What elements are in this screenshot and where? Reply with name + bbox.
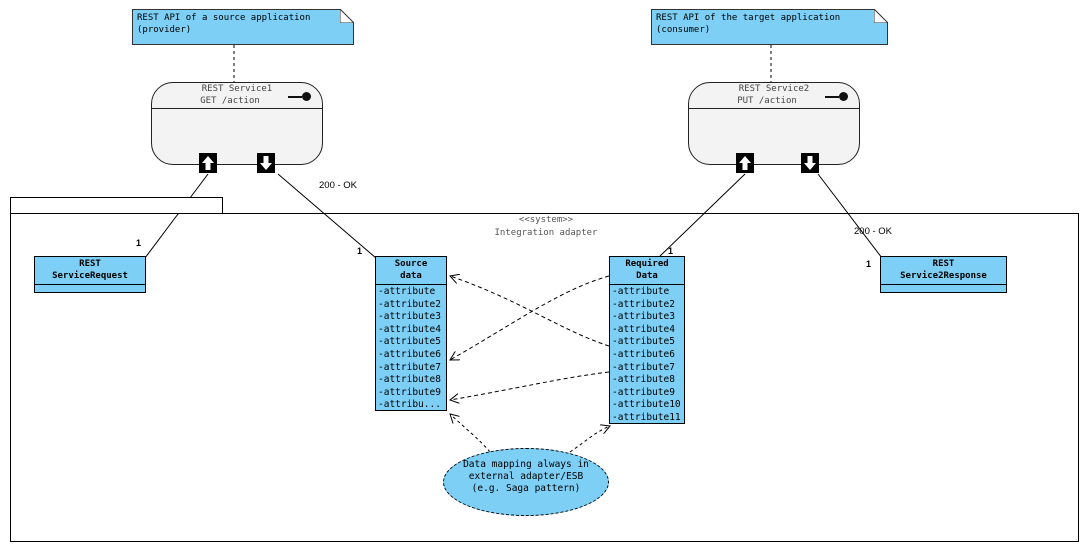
- service1-out-port-icon[interactable]: [257, 153, 275, 173]
- assoc-request-service1: [144, 173, 209, 259]
- source-attribute: -attribute5: [378, 336, 441, 348]
- assoc-service2-response: [817, 173, 883, 259]
- required-attribute: -attribute: [612, 286, 670, 297]
- multiplicity-request: 1: [136, 238, 142, 248]
- source-attribute: -attribute: [378, 286, 436, 297]
- data-mapping-line2: external adapter/ESB: [468, 471, 584, 482]
- system-name: Integration adapter: [494, 228, 598, 238]
- source-attribute: -attribu...: [378, 399, 441, 411]
- source-attribute: -attribute3: [378, 311, 441, 323]
- service2-in-port-icon[interactable]: [736, 153, 754, 173]
- rest-service1-interface-icon: [302, 92, 311, 101]
- class-required-data-line2: Data: [636, 271, 658, 281]
- service2-out-port-icon[interactable]: [801, 153, 819, 173]
- class-rest-service2response-header: REST Service2Response: [881, 257, 1006, 285]
- data-mapping-line3: (e.g. Saga pattern): [471, 483, 581, 494]
- data-mapping-note[interactable]: Data mapping always in external adapter/…: [443, 448, 609, 516]
- class-source-data[interactable]: Source data -attribute -attribute2 -attr…: [375, 256, 447, 411]
- rest-service1-title: REST Service1 GET /action: [152, 83, 322, 109]
- multiplicity-required: 1: [668, 246, 674, 256]
- source-attribute: -attribute9: [378, 386, 441, 398]
- class-rest-service2response-line1: REST: [932, 259, 955, 269]
- required-attribute: -attribute6: [612, 348, 675, 360]
- class-source-data-line2: data: [400, 271, 422, 281]
- class-required-data-line1: Required: [625, 259, 669, 269]
- rest-service1[interactable]: REST Service1 GET /action: [151, 82, 323, 165]
- system-frame: [10, 213, 1079, 542]
- required-attribute: -attribute3: [612, 311, 675, 323]
- class-rest-service2response-line2: Service2Response: [900, 271, 987, 281]
- required-attribute: -attribute7: [612, 361, 675, 373]
- mapping-link-source: [450, 414, 491, 453]
- rest-service2-name: REST Service2: [738, 84, 810, 94]
- rest-service1-interface-stick: [288, 96, 302, 98]
- data-mapping-line1: Data mapping always in: [463, 459, 589, 470]
- multiplicity-response: 1: [866, 259, 872, 269]
- class-rest-servicerequest-header: REST ServiceRequest: [35, 257, 145, 285]
- rest-service1-name: REST Service1: [201, 84, 273, 94]
- rest-service1-op: GET /action: [200, 96, 260, 106]
- service1-in-port-icon[interactable]: [199, 153, 217, 173]
- system-stereotype: <<system>>: [518, 215, 574, 225]
- rest-service2-interface-icon: [839, 92, 848, 101]
- class-required-data-attributes: -attribute -attribute2 -attribute3 -attr…: [610, 285, 684, 425]
- required-attribute: -attribute11: [612, 411, 681, 423]
- source-attribute: -attribute8: [378, 374, 441, 386]
- mapping-link-required: [569, 426, 610, 453]
- class-source-data-line1: Source: [394, 259, 428, 269]
- rest-service2-op: PUT /action: [737, 96, 797, 106]
- rest-service2[interactable]: REST Service2 PUT /action: [688, 82, 860, 165]
- note-target-line1: REST API of the target application: [656, 13, 841, 23]
- class-source-data-header: Source data: [376, 257, 446, 285]
- class-source-data-attributes: -attribute -attribute2 -attribute3 -attr…: [376, 285, 446, 412]
- mapping-curve-1: [450, 276, 610, 347]
- required-attribute: -attribute2: [612, 298, 675, 310]
- assoc-required-service2: [657, 173, 746, 259]
- class-required-data[interactable]: Required Data -attribute -attribute2 -at…: [609, 256, 685, 424]
- rest-service2-interface-stick: [825, 96, 839, 98]
- note-source-api: REST API of a source application (provid…: [132, 9, 354, 45]
- mapping-curve-3: [450, 371, 610, 400]
- multiplicity-source: 1: [357, 246, 363, 256]
- source-attribute: -attribute7: [378, 361, 441, 373]
- mapping-curve-2: [450, 275, 610, 360]
- note-target-fold: [874, 9, 888, 23]
- note-target-api: REST API of the target application (cons…: [651, 9, 888, 45]
- required-attribute: -attribute9: [612, 386, 675, 398]
- required-attribute: -attribute8: [612, 374, 675, 386]
- note-source-line2: (provider): [137, 25, 192, 35]
- required-attribute: -attribute5: [612, 336, 675, 348]
- note-target-line2: (consumer): [656, 25, 711, 35]
- rest-service2-title: REST Service2 PUT /action: [689, 83, 859, 109]
- assoc-service1-source: [277, 173, 377, 259]
- system-frame-tab: [10, 197, 223, 214]
- status-label-ok-2: 200 - OK: [854, 226, 893, 237]
- class-required-data-header: Required Data: [610, 257, 684, 285]
- source-attribute: -attribute2: [378, 298, 441, 310]
- required-attribute: -attribute10: [612, 399, 681, 411]
- note-source-line1: REST API of a source application: [137, 13, 311, 23]
- class-rest-service2response[interactable]: REST Service2Response: [880, 256, 1007, 293]
- note-source-fold: [340, 9, 354, 23]
- source-attribute: -attribute4: [378, 323, 441, 335]
- source-attribute: -attribute6: [378, 348, 441, 360]
- class-rest-servicerequest-line2: ServiceRequest: [52, 271, 128, 281]
- required-attribute: -attribute4: [612, 323, 675, 335]
- class-rest-servicerequest-line1: REST: [79, 259, 101, 269]
- status-label-ok-1: 200 - OK: [319, 180, 358, 191]
- class-rest-servicerequest[interactable]: REST ServiceRequest: [34, 256, 146, 293]
